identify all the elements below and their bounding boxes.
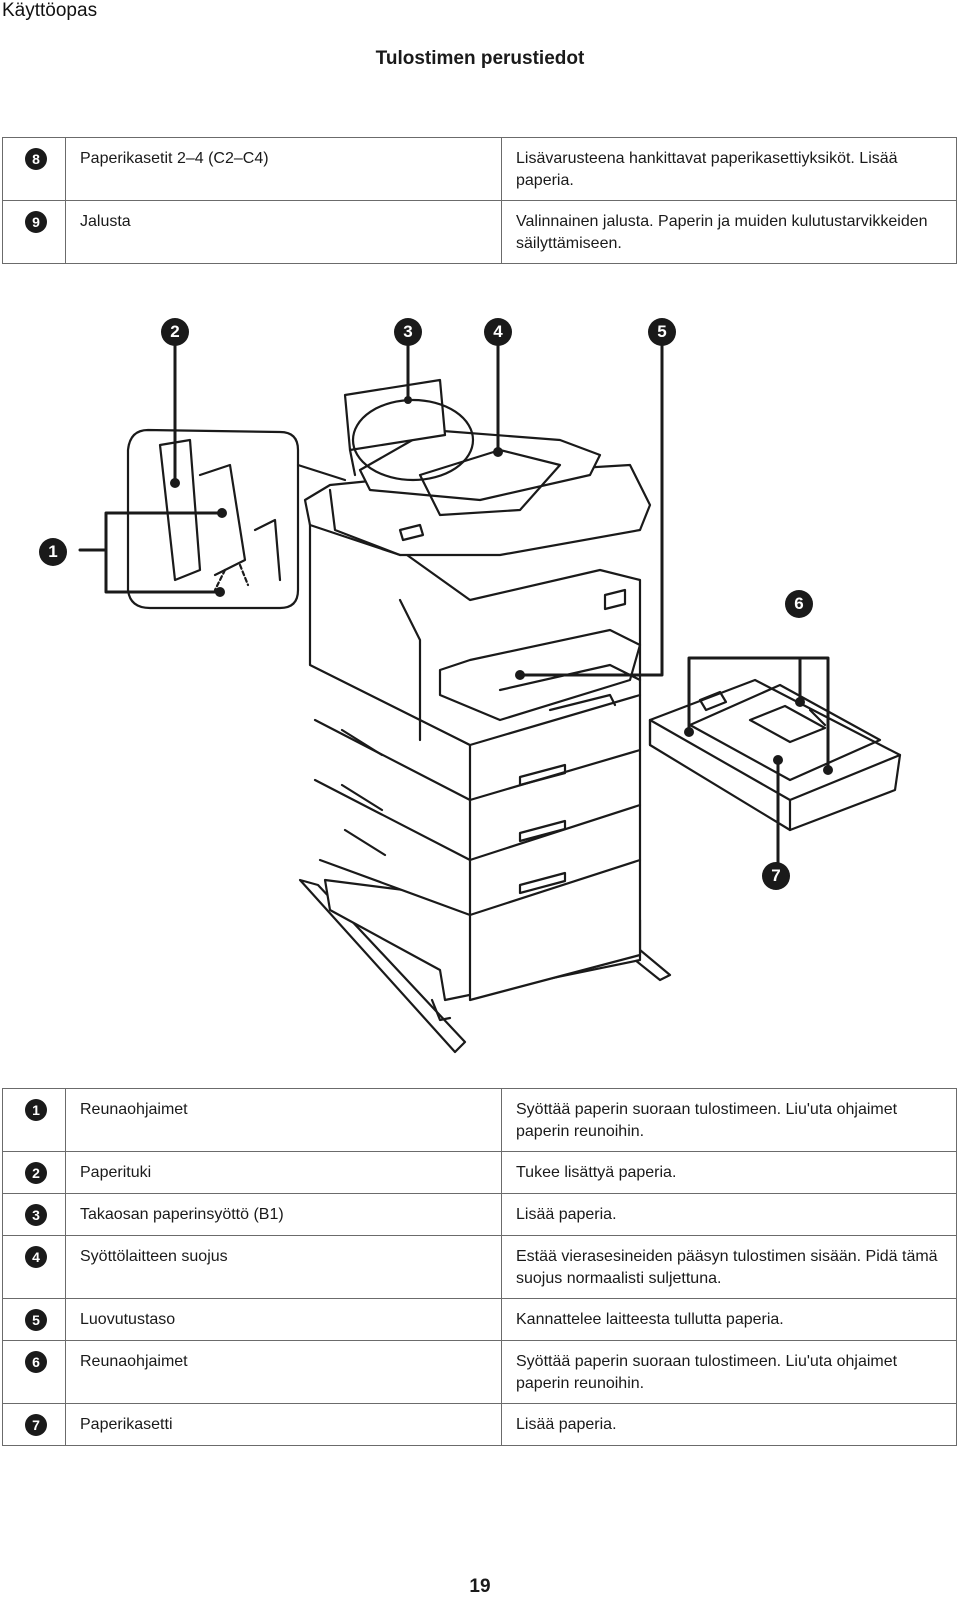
table-row: 4 Syöttölaitteen suojus Estää vierasesin… xyxy=(2,1235,957,1299)
table-row: 3 Takaosan paperinsyöttö (B1) Lisää pape… xyxy=(2,1193,957,1236)
part-description: Syöttää paperin suoraan tulostimeen. Liu… xyxy=(501,1340,957,1404)
part-description: Lisävarusteena hankittavat paperikasetti… xyxy=(501,137,957,201)
part-name: Paperituki xyxy=(65,1151,502,1194)
table-row: 5 Luovutustaso Kannattelee laitteesta tu… xyxy=(2,1298,957,1341)
callout-4-badge: 4 xyxy=(484,318,512,346)
callout-badge: 5 xyxy=(25,1309,47,1331)
callout-1-badge: 1 xyxy=(39,538,67,566)
callout-badge: 8 xyxy=(25,148,47,170)
callout-badge: 1 xyxy=(25,1099,47,1121)
part-description: Lisää paperia. xyxy=(501,1193,957,1236)
part-name: Luovutustaso xyxy=(65,1298,502,1341)
part-name: Paperikasetti xyxy=(65,1403,502,1446)
part-name: Jalusta xyxy=(65,200,502,264)
table-row: 1 Reunaohjaimet Syöttää paperin suoraan … xyxy=(2,1088,957,1152)
part-description: Lisää paperia. xyxy=(501,1403,957,1446)
callout-2-badge: 2 xyxy=(161,318,189,346)
callout-badge: 6 xyxy=(25,1351,47,1373)
part-description: Syöttää paperin suoraan tulostimeen. Liu… xyxy=(501,1088,957,1152)
part-description: Kannattelee laitteesta tullutta paperia. xyxy=(501,1298,957,1341)
callout-badge: 9 xyxy=(25,211,47,233)
callout-badge: 2 xyxy=(25,1162,47,1184)
parts-table-bottom: 1 Reunaohjaimet Syöttää paperin suoraan … xyxy=(2,1088,957,1446)
table-row: 2 Paperituki Tukee lisättyä paperia. xyxy=(2,1151,957,1194)
part-name: Syöttölaitteen suojus xyxy=(65,1235,502,1299)
section-title: Tulostimen perustiedot xyxy=(375,48,585,69)
part-description: Tukee lisättyä paperia. xyxy=(501,1151,957,1194)
parts-table-top: 8 Paperikasetit 2–4 (C2–C4) Lisävarustee… xyxy=(2,137,957,264)
part-name: Reunaohjaimet xyxy=(65,1088,502,1152)
callout-6-badge: 6 xyxy=(785,590,813,618)
callout-badge: 4 xyxy=(25,1246,47,1268)
part-name: Reunaohjaimet xyxy=(65,1340,502,1404)
callout-5-badge: 5 xyxy=(648,318,676,346)
document-header: Käyttöopas xyxy=(2,0,98,21)
part-name: Takaosan paperinsyöttö (B1) xyxy=(65,1193,502,1236)
table-row: 6 Reunaohjaimet Syöttää paperin suoraan … xyxy=(2,1340,957,1404)
callout-badge: 3 xyxy=(25,1204,47,1226)
table-row: 9 Jalusta Valinnainen jalusta. Paperin j… xyxy=(2,200,957,264)
callout-3-badge: 3 xyxy=(394,318,422,346)
part-description: Estää vierasesineiden pääsyn tulostimen … xyxy=(501,1235,957,1299)
part-description: Valinnainen jalusta. Paperin ja muiden k… xyxy=(501,200,957,264)
table-row: 7 Paperikasetti Lisää paperia. xyxy=(2,1403,957,1446)
page-number: 19 xyxy=(469,1576,491,1597)
table-row: 8 Paperikasetit 2–4 (C2–C4) Lisävarustee… xyxy=(2,137,957,201)
callout-badge: 7 xyxy=(25,1414,47,1436)
callout-7-badge: 7 xyxy=(762,862,790,890)
printer-line-drawing xyxy=(78,343,902,1054)
part-name: Paperikasetit 2–4 (C2–C4) xyxy=(65,137,502,201)
printer-illustration: 1 2 3 4 5 6 7 xyxy=(0,300,960,1090)
